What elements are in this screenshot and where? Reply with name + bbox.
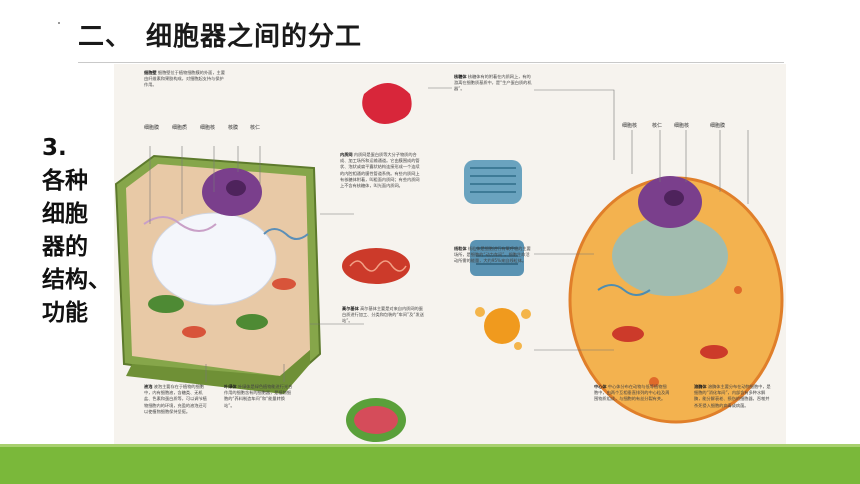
note-er-name: 内质网 xyxy=(340,152,353,157)
note-cell-wall-name: 细胞壁 xyxy=(144,70,157,75)
note-ribosome-name: 核糖体 xyxy=(454,74,467,79)
note-centro-text: 中心体分布在动物与低等植物细胞中，由两个互相垂直排列的中心粒及周围物质组成，与细… xyxy=(594,384,670,402)
plant-label-nucleus: 细胞核 xyxy=(200,125,216,131)
note-mito-text: 线粒体是细胞进行有氧呼吸的主要场所，是细胞的“动力车间”。细胞生命活动所需的能量… xyxy=(454,246,531,264)
animal-label-nucleus-2: 细胞核 xyxy=(674,123,690,129)
note-chloro-name: 叶绿体 xyxy=(224,384,237,389)
note-golgi-text: 高尔基体主要是对来自内质网的蛋白质进行加工、分类和包装的“车间”及“发送站”。 xyxy=(342,306,424,324)
note-chloro-text: 叶绿体是绿色植物能进行光合作用的细胞含有的细胞器，是植物细胞的“养料制造车间”和… xyxy=(224,384,293,408)
note-centrosome: 中心体 中心体分布在动物与低等植物细胞中，由两个互相垂直排列的中心粒及周围物质组… xyxy=(594,384,670,403)
animal-label-membrane: 细胞膜 xyxy=(710,123,726,129)
animal-label-nucleolus: 核仁 xyxy=(652,123,663,129)
title-text: 细胞器之间的分工 xyxy=(146,22,363,52)
note-er-text: 内质网是蛋白质等大分子物质的合成、加工场所和运输通道。它由膜围成的管状、泡状或扁… xyxy=(340,152,420,189)
note-mitochondrion: 线粒体 线粒体是细胞进行有氧呼吸的主要场所，是细胞的“动力车间”。细胞生命活动所… xyxy=(454,246,532,265)
animal-cell-image xyxy=(568,176,784,424)
note-golgi-name: 高尔基体 xyxy=(342,306,359,311)
title-underline xyxy=(78,62,784,63)
note-chloroplast: 叶绿体 叶绿体是绿色植物能进行光合作用的细胞含有的细胞器，是植物细胞的“养料制造… xyxy=(224,384,294,409)
plant-cell-image xyxy=(114,154,322,394)
note-golgi: 高尔基体 高尔基体主要是对来自内质网的蛋白质进行加工、分类和包装的“车间”及“发… xyxy=(342,306,424,325)
cell-organelle-figure: 细胞壁 细胞壁位于植物细胞膜的外面，主要由纤维素和果胶构成，对细胞起支持与保护作… xyxy=(114,64,786,452)
note-cell-wall-text: 细胞壁位于植物细胞膜的外面，主要由纤维素和果胶构成，对细胞起支持与保护作用。 xyxy=(144,70,225,88)
footer-accent-line xyxy=(0,444,860,447)
side-line: 3. xyxy=(42,135,67,161)
note-ribosome: 核糖体 核糖体有的附着在内质网上，有的游离在细胞质基质中，是“生产蛋白质的机器”… xyxy=(454,74,532,93)
side-line: 各种 xyxy=(42,168,88,194)
note-vacuole-text: 液泡主要存在于植物的细胞中，内有细胞液，含糖类、无机盐、色素和蛋白质等，可以调节… xyxy=(144,384,207,414)
plant-label-nucleolus: 核仁 xyxy=(250,125,261,131)
plant-label-nuclear-envelope: 核膜 xyxy=(228,125,239,131)
side-caption: 3. 各种 细胞 器的 结构、 功能 xyxy=(42,132,112,330)
decor-dot xyxy=(58,22,60,24)
note-ribosome-text: 核糖体有的附着在内质网上，有的游离在细胞质基质中，是“生产蛋白质的机器”。 xyxy=(454,74,532,92)
title-number: 二、 xyxy=(78,22,133,52)
note-centro-name: 中心体 xyxy=(594,384,607,389)
plant-label-membrane: 细胞膜 xyxy=(144,125,160,131)
note-mito-name: 线粒体 xyxy=(454,246,467,251)
side-line: 结构、 xyxy=(42,267,111,293)
note-lyso-name: 溶酶体 xyxy=(694,384,707,389)
note-lyso-text: 溶酶体主要分布在动物细胞中，是细胞的“消化车间”，内部含有多种水解酶，能分解衰老… xyxy=(694,384,771,408)
note-vacuole-name: 液泡 xyxy=(144,384,153,389)
side-line: 器的 xyxy=(42,234,88,260)
slide-title: 二、细胞器之间的分工 xyxy=(78,16,362,53)
side-line: 细胞 xyxy=(42,201,88,227)
footer-green-bar xyxy=(0,447,860,484)
plant-label-cytoplasm: 细胞质 xyxy=(172,125,188,131)
leader-lines xyxy=(149,87,749,382)
note-vacuole: 液泡 液泡主要存在于植物的细胞中，内有细胞液，含糖类、无机盐、色素和蛋白质等，可… xyxy=(144,384,210,415)
note-er: 内质网 内质网是蛋白质等大分子物质的合成、加工场所和运输通道。它由膜围成的管状、… xyxy=(340,152,422,189)
organelle-images xyxy=(342,83,531,442)
note-lysosome: 溶酶体 溶酶体主要分布在动物细胞中，是细胞的“消化车间”，内部含有多种水解酶，能… xyxy=(694,384,772,409)
animal-label-nucleus: 细胞核 xyxy=(622,123,638,129)
cell-illustration xyxy=(114,83,784,442)
side-line: 功能 xyxy=(42,300,88,326)
note-cell-wall: 细胞壁 细胞壁位于植物细胞膜的外面，主要由纤维素和果胶构成，对细胞起支持与保护作… xyxy=(144,70,226,89)
